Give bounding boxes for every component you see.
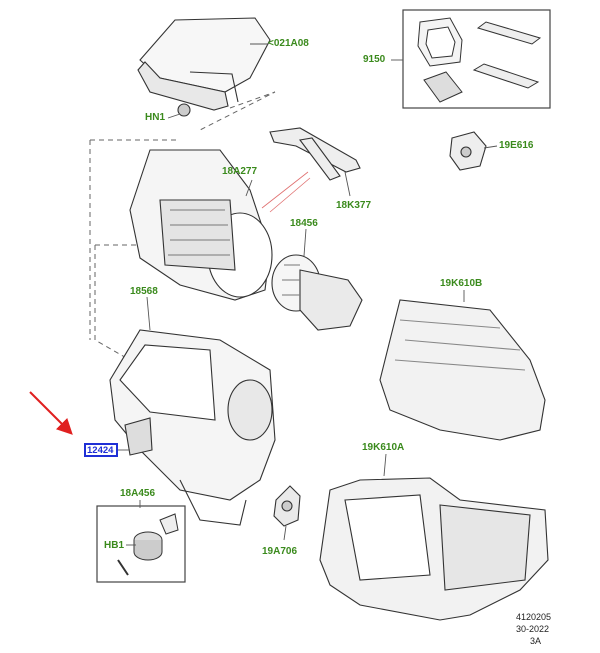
diagram-ref-line3: 3A (530, 636, 542, 646)
leader-lines (118, 43, 498, 546)
callout-hn1: HN1 (145, 112, 166, 123)
pointer-arrow (29, 391, 73, 435)
callout-18456: 18456 (290, 218, 318, 229)
blower-housing (129, 149, 273, 301)
heater-case (319, 477, 549, 621)
red-leaders (261, 171, 311, 213)
callout-18K377: 18K377 (336, 200, 372, 211)
heater-case-lower (109, 329, 276, 526)
callout-18A277: 18A277 (222, 166, 258, 177)
evaporator-case (379, 299, 546, 441)
callout-hb1: HB1 (104, 540, 125, 551)
callout-19E616: 19E616 (499, 140, 534, 151)
resistor-kit-box (96, 505, 186, 583)
callout-19K610A: 19K610A (362, 442, 405, 453)
diagram-ref-line1: 4120205 (516, 612, 552, 622)
callout-18568: 18568 (130, 286, 158, 297)
mode-motor (273, 485, 301, 527)
callout-19A706: 19A706 (262, 546, 298, 557)
highlighted-callout-12424[interactable]: 12424 (84, 443, 118, 457)
diagram-ref-line2: 30-2022 (516, 624, 550, 634)
filter-housing (137, 17, 271, 117)
callout-021A08: <021A08 (268, 38, 309, 49)
callout-9150: 9150 (363, 54, 386, 65)
blower-motor (271, 254, 363, 331)
bracket (269, 127, 361, 181)
actuator (449, 131, 487, 171)
filter-kit-box (402, 9, 551, 109)
callout-12424: 12424 (87, 445, 114, 456)
callout-18A456: 18A456 (120, 488, 156, 499)
callout-19K610B: 19K610B (440, 278, 483, 289)
